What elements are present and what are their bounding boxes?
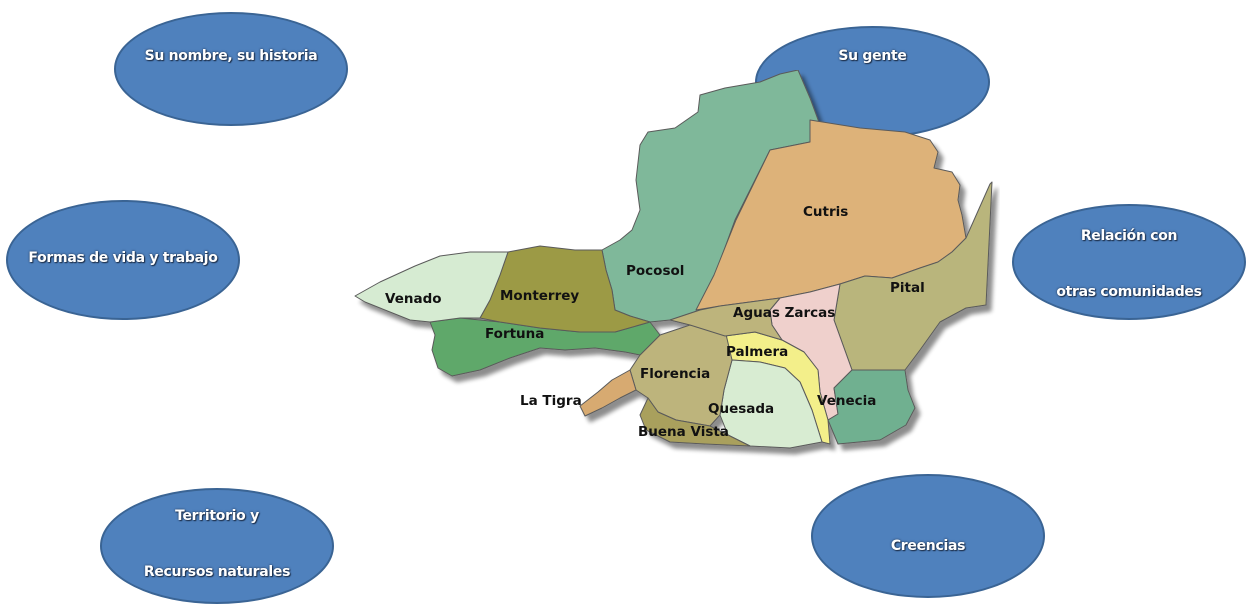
bubble-label: Creencias: [890, 538, 966, 554]
label-buena-vista: Buena Vista: [638, 424, 729, 440]
label-venado: Venado: [385, 291, 442, 307]
bubble-label: Su nombre, su historia: [144, 48, 318, 64]
bubble-label-line1: Relación con: [1080, 228, 1178, 244]
label-la-tigra: La Tigra: [520, 393, 582, 409]
bubble-label: Formas de vida y trabajo: [28, 250, 218, 266]
label-venecia: Venecia: [817, 393, 876, 409]
bubble-territorio-y-recursos-naturales: Territorio y Recursos naturales: [100, 488, 334, 604]
region-buena-vista: [639, 397, 751, 447]
label-pocosol: Pocosol: [626, 263, 684, 279]
label-fortuna: Fortuna: [485, 326, 544, 342]
region-la-tigra: [579, 369, 637, 417]
bubble-label-line1: Territorio y: [175, 508, 259, 524]
label-quesada: Quesada: [708, 401, 774, 417]
label-palmera: Palmera: [726, 344, 788, 360]
label-florencia: Florencia: [640, 366, 710, 382]
bubble-su-nombre-su-historia: Su nombre, su historia: [114, 12, 348, 126]
label-monterrey: Monterrey: [500, 288, 579, 304]
bubble-label-line2: otras comunidades: [1056, 284, 1202, 300]
bubble-formas-de-vida-y-trabajo: Formas de vida y trabajo: [6, 200, 240, 320]
san-carlos-districts-map: Pocosol Cutris Pital Venado Monterrey Ag…: [354, 70, 993, 449]
bubble-label-line2: Recursos naturales: [143, 564, 291, 580]
bubble-relacion-con-otras-comunidades: Relación con otras comunidades: [1012, 204, 1246, 320]
region-florencia-east: [669, 297, 783, 341]
label-pital: Pital: [890, 280, 925, 296]
bubble-creencias: Creencias: [811, 474, 1045, 598]
bubble-label: Su gente: [838, 48, 907, 64]
label-aguas-zarcas: Aguas Zarcas: [733, 305, 835, 321]
label-cutris: Cutris: [803, 204, 848, 220]
region-venecia: [827, 369, 916, 445]
region-venado: [354, 251, 509, 323]
